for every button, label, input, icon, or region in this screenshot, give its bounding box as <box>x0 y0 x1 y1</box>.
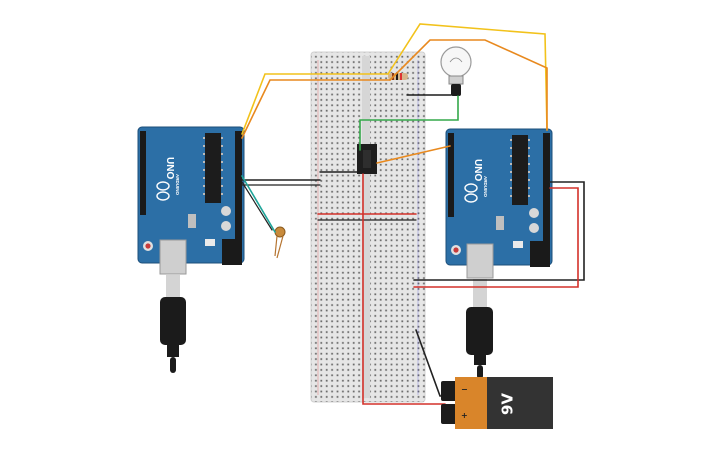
arduino-right[interactable]: UNO ARDUINO <box>445 128 553 279</box>
battery-voltage-label: 9V <box>499 393 517 415</box>
arduino-left-model-label: UNO <box>164 157 175 179</box>
ic-chip[interactable] <box>357 144 377 174</box>
battery-plus-sign: + <box>461 411 468 420</box>
breadboard[interactable] <box>310 51 426 403</box>
light-bulb-icon[interactable] <box>440 46 472 96</box>
arduino-right-model-label: UNO <box>472 159 483 181</box>
battery-minus-sign: − <box>461 385 468 394</box>
usb-cable-left <box>160 275 186 373</box>
arduino-left[interactable]: UNO ARDUINO <box>137 126 245 275</box>
arduino-right-brand-label: ARDUINO <box>483 176 488 197</box>
usb-cable-right <box>466 279 493 379</box>
photoresistor[interactable] <box>274 226 286 259</box>
battery-9v[interactable]: 9V + − <box>441 377 553 429</box>
wires <box>241 23 585 405</box>
arduino-left-brand-label: ARDUINO <box>175 174 180 195</box>
